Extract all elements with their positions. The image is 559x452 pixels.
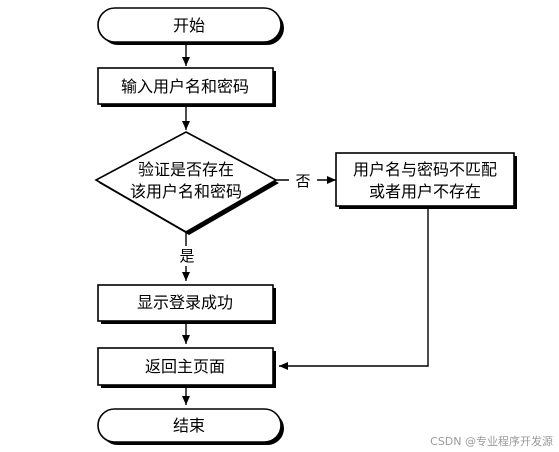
- error-label-line2: 或者用户不存在: [369, 182, 481, 201]
- decision-diamond: [94, 131, 278, 233]
- return-process-box: [97, 347, 274, 386]
- return-label: 返回主页面: [145, 357, 225, 376]
- error-label-line1: 用户名与密码不匹配: [353, 160, 497, 179]
- input-label: 输入用户名和密码: [121, 77, 249, 96]
- start-terminator: [97, 7, 282, 43]
- yes-branch-label: 是: [179, 247, 194, 265]
- end-label: 结束: [173, 416, 205, 435]
- decision-label-line2: 该用户名和密码: [130, 182, 242, 201]
- success-process-box: [97, 284, 274, 322]
- success-label: 显示登录成功: [137, 293, 233, 312]
- decision-label-line1: 验证是否存在: [138, 160, 234, 179]
- start-label: 开始: [173, 16, 205, 35]
- end-terminator: [97, 408, 282, 443]
- edge-error-to-return: [279, 207, 429, 370]
- input-process-box: [97, 67, 274, 105]
- error-process-box: [335, 152, 515, 207]
- watermark-text: CSDN @专业程序开发源: [430, 434, 553, 448]
- no-branch-label: 否: [295, 172, 310, 190]
